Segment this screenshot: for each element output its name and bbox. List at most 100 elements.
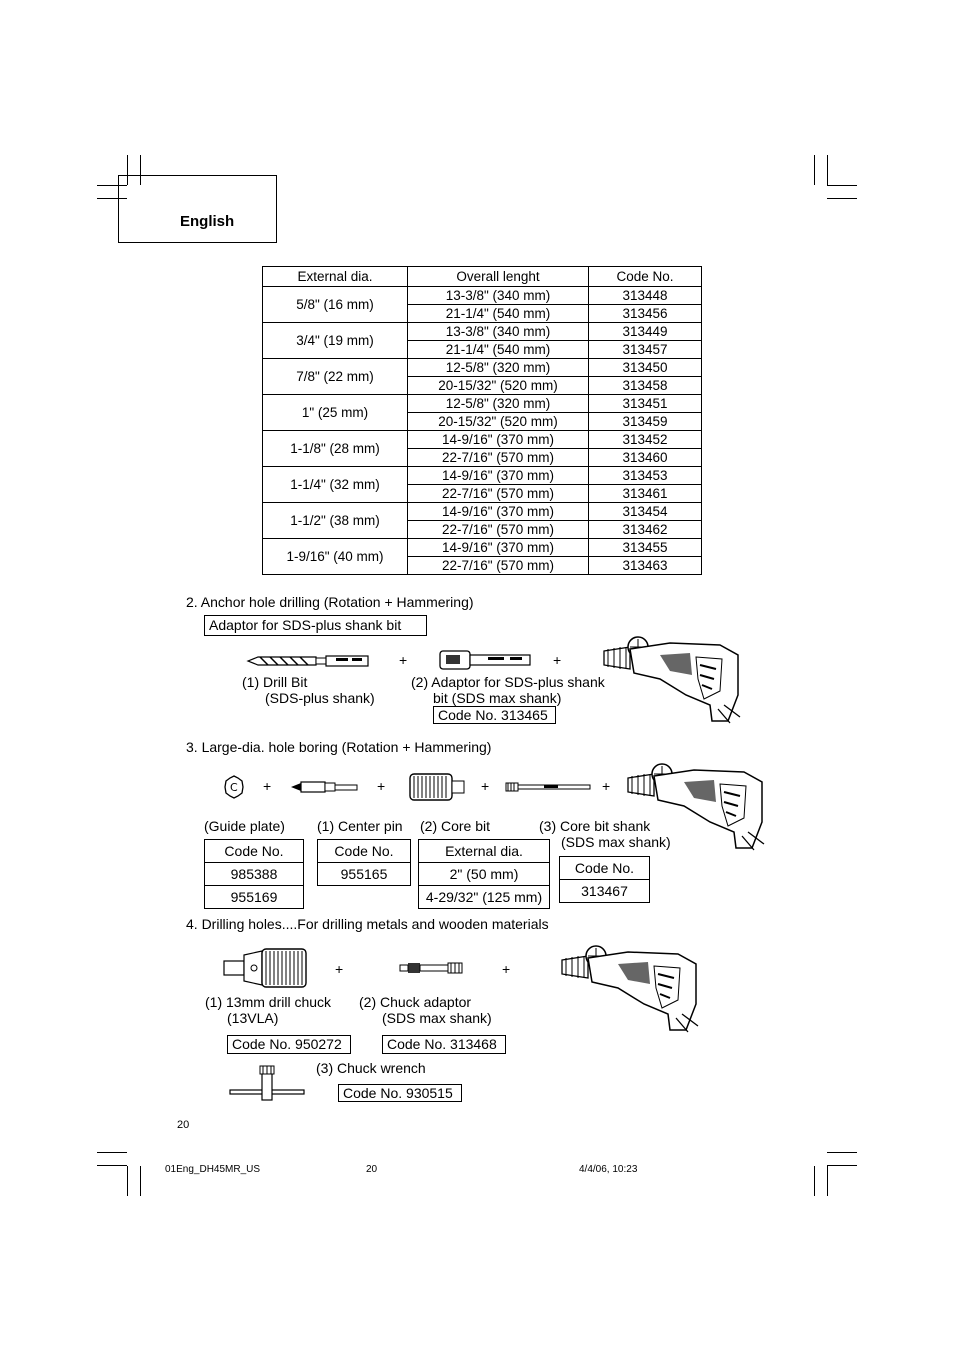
section3-heading: 3. Large-dia. hole boring (Rotation + Ha… (186, 739, 492, 755)
code-cell: 2" (50 mm) (419, 862, 549, 885)
plus-sign: + (553, 652, 562, 668)
section4-heading: 4. Drilling holes....For drilling metals… (186, 916, 549, 932)
code-no-cell: 313459 (588, 412, 702, 431)
table-row: 5/8" (16 mm)13-3/8" (340 mm)313448 (262, 286, 702, 323)
guide-plate-icon: C (224, 775, 244, 799)
language-label: English (180, 213, 235, 230)
center-pin-code-box: Code No. 955165 (317, 839, 411, 886)
code-no-cell: 313449 (588, 322, 702, 341)
table-row: 7/8" (22 mm)12-5/8" (320 mm)313450 (262, 358, 702, 395)
overall-length-cell: 12-5/8" (320 mm) (407, 394, 589, 413)
external-dia-cell: 1-1/2" (38 mm) (262, 502, 408, 539)
page-number: 20 (177, 1119, 190, 1131)
header-code-no: Code No. (588, 266, 702, 287)
rotary-hammer-icon (627, 763, 765, 851)
sds-plus-adaptor-label: Adaptor for SDS-plus shank bit (204, 615, 427, 636)
crop-mark (814, 155, 815, 185)
code-cell: 313467 (560, 879, 649, 902)
table-row: 1-1/2" (38 mm)14-9/16" (370 mm)313454 (262, 502, 702, 539)
chuck-adaptor-shank-label: (SDS max shank) (382, 1010, 492, 1026)
overall-length-cell: 22-7/16" (570 mm) (407, 520, 589, 539)
table-header-row: External dia. Overall lenght Code No. (262, 266, 702, 287)
drill-bit-icon (246, 655, 369, 667)
plus-sign: + (602, 778, 611, 794)
code-no-cell: 313448 (588, 286, 702, 305)
overall-length-cell: 22-7/16" (570 mm) (407, 484, 589, 503)
table-row: 21-1/4" (540 mm)313456 (263, 304, 702, 323)
code-cell: 4-29/32" (125 mm) (419, 885, 549, 908)
code-no-cell: 313450 (588, 358, 702, 377)
drill-bit-label: (1) Drill Bit (242, 674, 308, 690)
table-row: 22-7/16" (570 mm)313460 (263, 448, 702, 467)
external-dia-cell: 1-1/8" (28 mm) (262, 430, 408, 467)
overall-length-cell: 22-7/16" (570 mm) (407, 448, 589, 467)
table-row: 1" (25 mm)12-5/8" (320 mm)313451 (262, 394, 702, 431)
chuck-wrench-icon (229, 1065, 305, 1101)
code-no-cell: 313460 (588, 448, 702, 467)
svg-text:C: C (230, 781, 238, 794)
footer-timestamp: 4/4/06, 10:23 (579, 1164, 638, 1175)
plus-sign: + (263, 778, 272, 794)
code-no-cell: 313461 (588, 484, 702, 503)
crop-mark (127, 1166, 128, 1196)
guide-plate-code-box: Code No. 985388 955169 (204, 839, 304, 909)
code-cell: Code No. (224, 843, 284, 859)
adaptor-code: Code No. 313465 (433, 706, 556, 724)
code-no-cell: 313453 (588, 466, 702, 485)
crop-mark (97, 185, 127, 186)
overall-length-cell: 14-9/16" (370 mm) (407, 502, 589, 521)
rotary-hammer-icon (561, 945, 699, 1033)
crop-mark (827, 1165, 857, 1166)
code-cell: External dia. (445, 843, 523, 859)
code-cell: Code No. (574, 860, 635, 876)
code-cell: 955165 (318, 862, 410, 885)
crop-mark (827, 1152, 857, 1153)
crop-mark (127, 155, 128, 185)
drill-chuck-icon (223, 948, 307, 988)
external-dia-cell: 1-1/4" (32 mm) (262, 466, 408, 503)
chuck-wrench-label: (3) Chuck wrench (316, 1060, 426, 1076)
overall-length-cell: 20-15/32" (520 mm) (407, 376, 589, 395)
plus-sign: + (502, 961, 511, 977)
external-dia-cell: 1-9/16" (40 mm) (262, 538, 408, 575)
code-no-cell: 313457 (588, 340, 702, 359)
chuck-adaptor-icon (399, 962, 463, 974)
overall-length-cell: 13-3/8" (340 mm) (407, 286, 589, 305)
table-row: 1-1/4" (32 mm)14-9/16" (370 mm)313453 (262, 466, 702, 503)
plus-sign: + (335, 961, 344, 977)
code-cell: Code No. (334, 843, 394, 859)
overall-length-cell: 20-15/32" (520 mm) (407, 412, 589, 431)
drill-chuck-code: Code No. 950272 (227, 1035, 351, 1054)
sds-adaptor-icon (439, 650, 531, 670)
overall-length-cell: 22-7/16" (570 mm) (407, 556, 589, 575)
overall-length-cell: 21-1/4" (540 mm) (407, 304, 589, 323)
chuck-adaptor-code: Code No. 313468 (382, 1035, 506, 1054)
code-no-cell: 313454 (588, 502, 702, 521)
code-cell: 955169 (205, 885, 303, 908)
code-no-cell: 313451 (588, 394, 702, 413)
overall-length-cell: 12-5/8" (320 mm) (407, 358, 589, 377)
crop-mark (140, 155, 141, 185)
core-bit-shank-type-label: (SDS max shank) (561, 834, 671, 850)
external-dia-cell: 1" (25 mm) (262, 394, 408, 431)
crop-mark (827, 1166, 828, 1196)
external-dia-cell: 3/4" (19 mm) (262, 322, 408, 359)
plus-sign: + (377, 778, 386, 794)
crop-mark (827, 198, 857, 199)
code-cell: 985388 (205, 862, 303, 885)
overall-length-cell: 13-3/8" (340 mm) (407, 322, 589, 341)
drill-bit-shank-label: (SDS-plus shank) (265, 690, 375, 706)
crop-mark (140, 1166, 141, 1196)
bit-spec-table: External dia. Overall lenght Code No. 5/… (262, 266, 702, 575)
table-row: 22-7/16" (570 mm)313463 (263, 556, 702, 575)
core-bit-shank-code-box: Code No. 313467 (559, 856, 650, 903)
center-pin-icon (291, 781, 358, 793)
crop-mark (827, 185, 857, 186)
crop-mark (97, 1152, 127, 1153)
code-no-cell: 313455 (588, 538, 702, 557)
code-no-cell: 313463 (588, 556, 702, 575)
language-tab (118, 175, 277, 243)
table-row: 21-1/4" (540 mm)313457 (263, 340, 702, 359)
footer-file-name: 01Eng_DH45MR_US (165, 1164, 261, 1175)
guide-plate-label: (Guide plate) (204, 818, 285, 834)
